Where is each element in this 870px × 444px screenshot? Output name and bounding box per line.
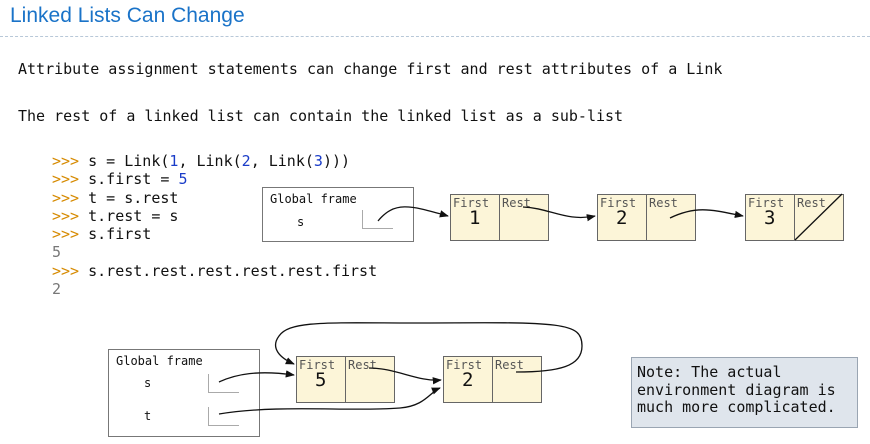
arrow-s-to-node-1 [377,206,449,222]
code-number: 5 [178,170,188,189]
arrow-node-1-to-node-2 [522,206,596,222]
code-text: t = s.rest [88,188,179,207]
output-value: 5 [52,243,62,262]
empty-rest-slash [794,193,843,241]
pointer-slot-s [362,210,393,229]
code-text: , Link( [178,152,242,170]
link-node-1: First 1 Rest [450,194,549,241]
link-node-2: First 2 Rest [597,194,696,241]
first-value: 5 [315,369,327,391]
code-text: t.rest = s [88,206,179,225]
code-output-line: 5 [52,243,377,261]
arrow-node-5-to-node-2 [368,367,442,385]
arrow-node-2-rest-to-node-5 [274,322,583,373]
first-cell: First 2 [598,195,647,240]
link-node-2-bottom: First 2 Rest [443,356,542,403]
first-value: 3 [764,207,776,229]
code-input-line: >>> t.rest = s [52,207,377,225]
repl-prompt: >>> [52,152,89,170]
rest-label: Rest [495,358,524,372]
frame-variable-t: t [144,409,152,423]
code-number: 2 [241,152,251,170]
code-text: s = Link( [88,152,170,170]
code-number: 1 [169,152,179,170]
frame-label: Global frame [116,354,203,368]
link-node-3: First 3 Rest [745,194,844,241]
repl-prompt: >>> [52,261,89,280]
first-cell: First 5 [297,357,346,402]
code-block: >>> s = Link(1, Link(2, Link(3)))>>> s.f… [52,152,377,298]
code-number: 3 [313,152,323,170]
arrow-s-to-node-5 [218,370,295,383]
statement-line-1: Attribute assignment statements can chan… [18,60,723,78]
first-label: First [446,358,483,372]
repl-prompt: >>> [52,188,89,207]
rest-cell: Rest [493,357,540,402]
frame-label: Global frame [270,192,357,206]
note-box: Note: The actual environment diagram is … [631,357,858,428]
rest-cell-empty: Rest [795,195,842,240]
rest-label: Rest [649,196,678,210]
code-input-line: >>> s.rest.rest.rest.rest.rest.first [52,262,377,280]
first-value: 2 [462,369,474,391]
code-input-line: >>> t = s.rest [52,189,377,207]
statement-line-2: The rest of a linked list can contain th… [18,107,624,125]
repl-prompt: >>> [52,206,89,225]
first-label: First [748,196,785,210]
first-cell: First 1 [451,195,500,240]
rest-cell: Rest [647,195,694,240]
frame-variable-s: s [144,376,152,390]
rest-label: Rest [797,196,826,210]
repl-prompt: >>> [52,170,89,189]
code-text: s.rest.rest.rest.rest.rest.first [88,261,378,280]
first-cell: First 2 [444,357,493,402]
arrow-node-2-to-node-3 [669,209,744,219]
code-input-line: >>> s = Link(1, Link(2, Link(3))) [52,152,377,170]
first-value: 2 [616,207,628,229]
repl-prompt: >>> [52,225,89,244]
code-text: , Link( [250,152,314,170]
global-frame-bottom: Global frame s t [108,349,260,437]
code-text: s.first [88,225,152,244]
code-output-line: 2 [52,280,377,298]
frame-variable-s: s [297,215,305,229]
code-text: s.first = [88,170,179,189]
global-frame-top: Global frame s [262,187,414,242]
arrow-t-to-node-2 [218,387,441,415]
title-divider [0,36,870,37]
output-value: 2 [52,280,62,299]
first-cell: First 3 [746,195,795,240]
slide-title: Linked Lists Can Change [10,4,245,27]
first-value: 1 [469,207,481,229]
code-text: ))) [322,152,351,170]
code-input-line: >>> s.first = 5 [52,170,377,188]
first-label: First [600,196,637,210]
code-input-line: >>> s.first [52,225,377,243]
pointer-slot-t [208,407,239,426]
first-label: First [299,358,336,372]
pointer-slot-s [208,374,239,393]
first-label: First [453,196,490,210]
